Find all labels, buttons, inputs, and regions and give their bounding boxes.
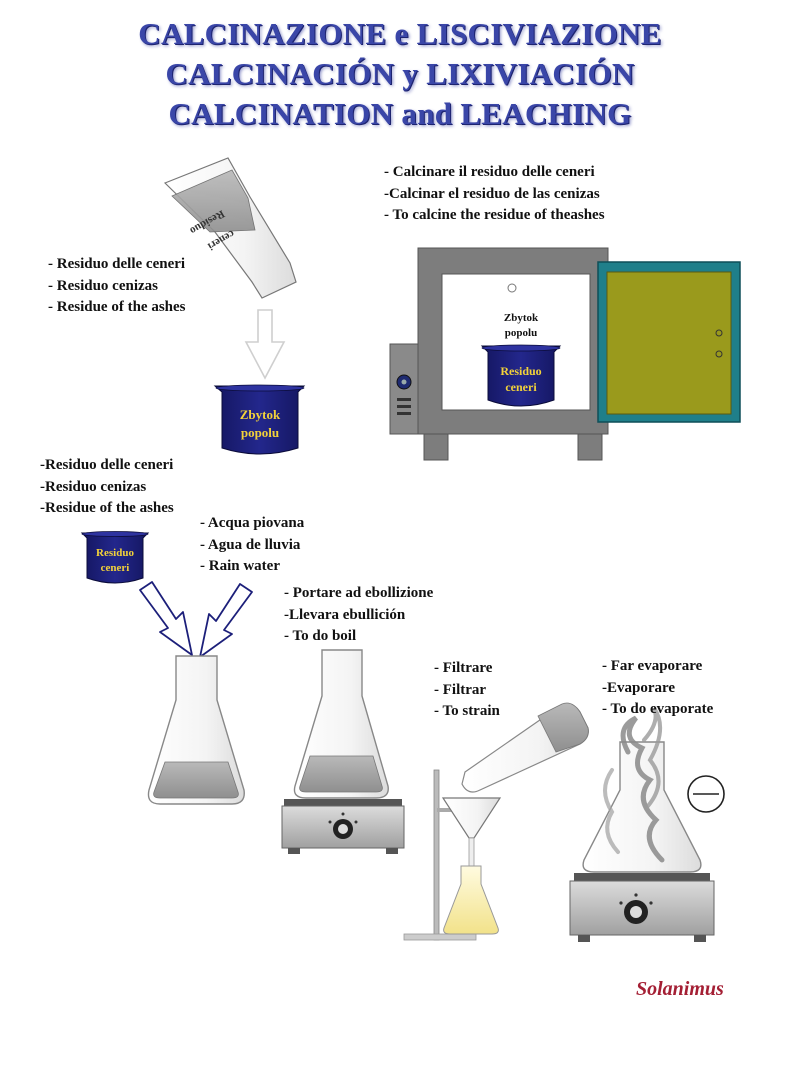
small-beaker-text-1: Residuo	[96, 547, 134, 559]
title-line-3: CALCINATION and LEACHING	[168, 96, 632, 131]
evaporation-setup	[569, 706, 725, 942]
oven-label-line-2: popolu	[505, 327, 537, 339]
credit-signature: Solanimus	[636, 978, 724, 1000]
oven-beaker-text-1: Residuo	[500, 364, 541, 378]
boil-label: - Portare ad ebollizione-Llevara ebullic…	[284, 585, 434, 644]
beaker-residuo-small: Residuo ceneri	[80, 531, 150, 584]
calcine-label: - Calcinare il residuo delle ceneri-Calc…	[384, 164, 605, 223]
title-line-2: CALCINACIÓN y LIXIVIACIÓN	[165, 56, 635, 91]
beaker-zbytok-text-2: popolu	[241, 425, 279, 440]
steam-icon	[620, 715, 665, 863]
filtration-setup	[403, 702, 589, 941]
beaker-in-oven: Residuo ceneri	[480, 344, 562, 407]
oven-beaker-text-2: ceneri	[505, 380, 537, 394]
ash-residue-label-top: - Residuo delle ceneri- Residuo cenizas-…	[48, 256, 186, 315]
small-beaker-text-2: ceneri	[101, 562, 130, 574]
title-line-1: CALCINAZIONE e LISCIVIAZIONE	[138, 16, 662, 51]
filter-label: - Filtrare- Filtrar- To strain	[434, 660, 500, 719]
oven-label-line-1: Zbytok	[504, 312, 539, 324]
erlenmeyer-flask-1	[147, 655, 245, 805]
hotplate-1	[281, 799, 405, 854]
arrow-left-icon	[139, 581, 193, 656]
ash-residue-label-mid: -Residuo delle ceneri-Residuo cenizas-Re…	[40, 457, 174, 516]
rain-water-label: - Acqua piovana- Agua de lluvia- Rain wa…	[200, 515, 305, 574]
beaker-zbytok-text-1: Zbytok	[240, 407, 281, 422]
beaker-zbytok: Zbytok popolu	[213, 384, 306, 455]
down-arrow-icon	[244, 309, 286, 380]
muffle-furnace: Zbytok popolu	[389, 247, 741, 461]
arrow-right-icon	[199, 583, 253, 658]
erlenmeyer-flask-2	[293, 649, 389, 799]
evaporate-label: - Far evaporare-Evaporare- To do evapora…	[602, 658, 714, 717]
